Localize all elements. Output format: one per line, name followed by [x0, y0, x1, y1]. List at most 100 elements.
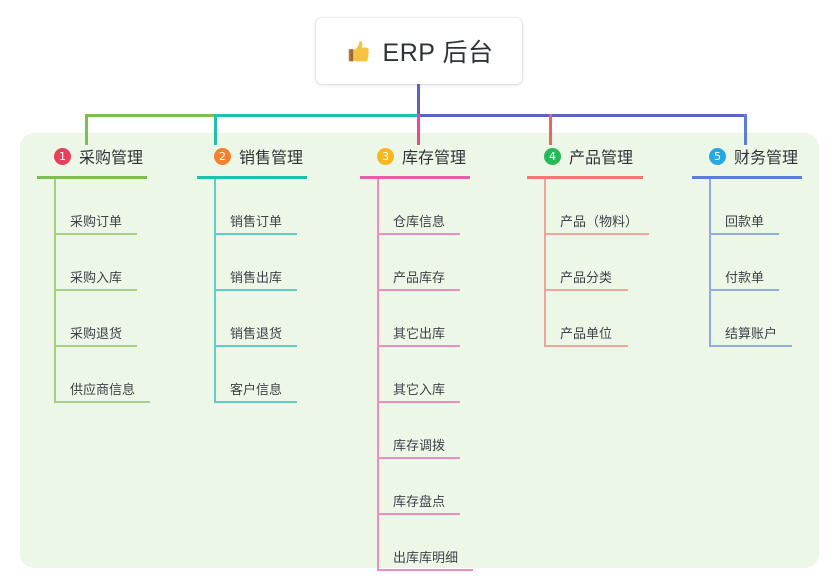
item-rule — [377, 289, 460, 291]
item-rule — [54, 401, 150, 403]
list-item[interactable]: 销售出库 — [197, 235, 347, 291]
item-rule — [709, 289, 779, 291]
branch-rule-5 — [692, 176, 802, 179]
branch-header-4[interactable]: 4 产品管理 — [527, 143, 687, 169]
list-item[interactable]: 付款单 — [692, 235, 839, 291]
drop-line-5 — [744, 114, 747, 145]
item-rule — [377, 401, 460, 403]
branch-items-1: 采购订单 采购入库 采购退货 供应商信息 — [37, 179, 187, 403]
item-label: 产品库存 — [393, 270, 446, 285]
item-label: 销售退货 — [230, 326, 283, 341]
item-label: 付款单 — [725, 270, 765, 285]
branch-title-5: 财务管理 — [734, 150, 799, 167]
list-item[interactable]: 库存调拨 — [360, 403, 510, 459]
item-rule — [54, 345, 137, 347]
branch-title-3: 库存管理 — [402, 150, 467, 167]
branch-rule-2 — [197, 176, 307, 179]
list-item[interactable]: 结算账户 — [692, 291, 839, 347]
item-rule — [377, 345, 460, 347]
list-item[interactable]: 客户信息 — [197, 347, 347, 403]
drop-line-1 — [85, 114, 88, 145]
branch-spine-3 — [377, 179, 379, 571]
branch-header-3[interactable]: 3 库存管理 — [360, 143, 510, 169]
item-label: 库存盘点 — [393, 494, 446, 509]
list-item[interactable]: 采购退货 — [37, 291, 187, 347]
bus-segment-blue — [417, 114, 747, 117]
branch-rule-1 — [37, 176, 147, 179]
list-item[interactable]: 产品库存 — [360, 235, 510, 291]
branch-column-5: 5 财务管理 回款单 付款单 结算账户 — [692, 143, 839, 347]
item-label: 产品分类 — [560, 270, 613, 285]
branch-badge-3: 3 — [377, 147, 394, 165]
branch-items-3: 仓库信息 产品库存 其它出库 其它入库 库存调拨 库存盘点 — [360, 179, 510, 571]
root-node[interactable]: ERP 后台 — [316, 18, 522, 84]
item-rule — [377, 569, 473, 571]
branch-header-5[interactable]: 5 财务管理 — [692, 143, 839, 169]
branch-items-4: 产品（物料） 产品分类 产品单位 — [527, 179, 687, 347]
list-item[interactable]: 出库库明细 — [360, 515, 510, 571]
list-item[interactable]: 其它出库 — [360, 291, 510, 347]
item-label: 采购订单 — [70, 214, 123, 229]
bus-segment-teal — [214, 114, 419, 117]
branch-header-1[interactable]: 1 采购管理 — [37, 143, 187, 169]
branch-title-2: 销售管理 — [239, 150, 304, 167]
branch-spine-1 — [54, 179, 56, 403]
item-rule — [544, 289, 628, 291]
branch-column-3: 3 库存管理 仓库信息 产品库存 其它出库 其它入库 库存调拨 — [360, 143, 510, 571]
branch-spine-5 — [709, 179, 711, 347]
list-item[interactable]: 产品单位 — [527, 291, 687, 347]
item-rule — [214, 233, 297, 235]
item-rule — [214, 401, 297, 403]
list-item[interactable]: 销售订单 — [197, 179, 347, 235]
branch-items-2: 销售订单 销售出库 销售退货 客户信息 — [197, 179, 347, 403]
drop-line-4 — [549, 114, 552, 145]
list-item[interactable]: 产品分类 — [527, 235, 687, 291]
branch-column-4: 4 产品管理 产品（物料） 产品分类 产品单位 — [527, 143, 687, 347]
list-item[interactable]: 产品（物料） — [527, 179, 687, 235]
branch-title-4: 产品管理 — [569, 150, 634, 167]
item-label: 其它入库 — [393, 382, 446, 397]
branch-rule-4 — [527, 176, 643, 179]
item-rule — [377, 513, 460, 515]
list-item[interactable]: 供应商信息 — [37, 347, 187, 403]
list-item[interactable]: 采购入库 — [37, 235, 187, 291]
root-title: ERP 后台 — [382, 39, 494, 67]
item-label: 客户信息 — [230, 382, 283, 397]
item-label: 产品（物料） — [560, 214, 639, 229]
list-item[interactable]: 采购订单 — [37, 179, 187, 235]
item-rule — [377, 457, 460, 459]
list-item[interactable]: 仓库信息 — [360, 179, 510, 235]
bus-segment-green — [85, 114, 216, 117]
thumbs-up-icon — [348, 40, 369, 61]
item-label: 其它出库 — [393, 326, 446, 341]
item-rule — [214, 289, 297, 291]
item-rule — [709, 233, 779, 235]
item-rule — [377, 233, 460, 235]
item-label: 采购退货 — [70, 326, 123, 341]
item-rule — [54, 289, 137, 291]
item-label: 回款单 — [725, 214, 765, 229]
branch-badge-4: 4 — [544, 147, 561, 165]
item-rule — [544, 233, 649, 235]
branch-column-1: 1 采购管理 采购订单 采购入库 采购退货 供应商信息 — [37, 143, 187, 403]
branch-badge-5: 5 — [709, 147, 726, 165]
list-item[interactable]: 回款单 — [692, 179, 839, 235]
branch-title-1: 采购管理 — [79, 150, 144, 167]
item-label: 库存调拨 — [393, 438, 446, 453]
list-item[interactable]: 销售退货 — [197, 291, 347, 347]
item-rule — [54, 233, 137, 235]
item-label: 仓库信息 — [393, 214, 446, 229]
list-item[interactable]: 库存盘点 — [360, 459, 510, 515]
branch-spine-4 — [544, 179, 546, 347]
item-rule — [709, 345, 792, 347]
branch-badge-2: 2 — [214, 147, 231, 165]
branches-panel — [20, 133, 819, 568]
branch-spine-2 — [214, 179, 216, 403]
item-label: 销售订单 — [230, 214, 283, 229]
item-label: 销售出库 — [230, 270, 283, 285]
list-item[interactable]: 其它入库 — [360, 347, 510, 403]
branch-badge-1: 1 — [54, 147, 71, 165]
branch-header-2[interactable]: 2 销售管理 — [197, 143, 347, 169]
item-label: 结算账户 — [725, 326, 778, 341]
